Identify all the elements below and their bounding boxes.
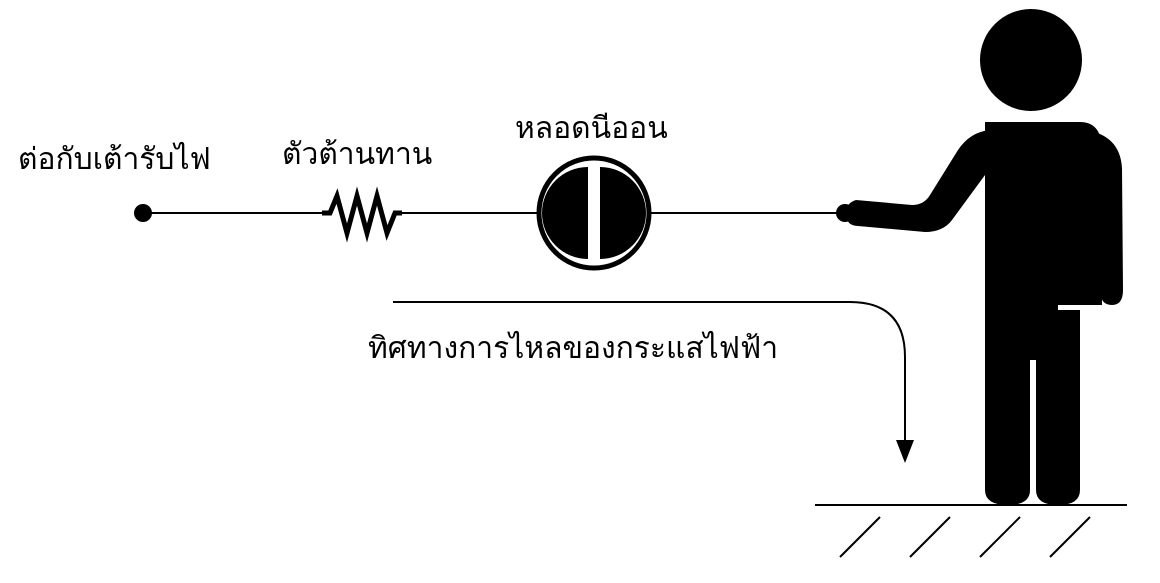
ground-hatching: [839, 516, 1091, 558]
current-arrowhead: [896, 440, 914, 463]
neon-lamp-symbol: [536, 155, 652, 271]
current-direction-label: ทิศทางการไหลของกระแสไฟฟ้า: [368, 331, 779, 366]
resistor-label: ตัวต้านทาน: [282, 137, 433, 172]
resistor-symbol: [322, 186, 402, 243]
person-silhouette: [846, 9, 1123, 505]
current-direction-arrow: [393, 301, 906, 440]
outlet-label: ต่อกับเต้ารับไฟ: [18, 142, 211, 177]
neon-lamp-label: หลอดนีออน: [515, 111, 668, 146]
